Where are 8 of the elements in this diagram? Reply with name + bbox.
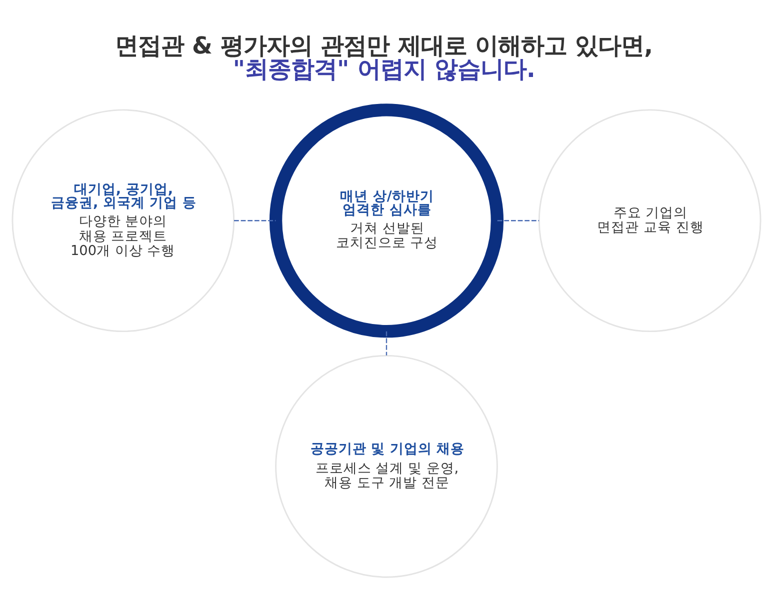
node-circle: 대기업, 공기업, 금융권, 외국계 기업 등 다양한 분야의 채용 프로젝트 100개 이상 수행: [12, 108, 235, 332]
connector: [234, 220, 276, 221]
connector: [386, 330, 388, 355]
node-circle: 공공기관 및 기업의 채용 프로세스 설계 및 운영, 채용 도구 개발 전문: [275, 354, 498, 578]
node-circle: 주요 기업의 면접관 교육 진행: [538, 108, 762, 332]
connector: [497, 220, 540, 221]
diagram-title: 면접관 & 평가자의 관점만 제대로 이해하고 있다면, "최종합격" 어렵지 않습니다.: [114, 31, 654, 82]
node-circle: 매년 상/하반기 엄격한 심사를 거쳐 선발된 코치진으로 구성: [269, 103, 504, 338]
